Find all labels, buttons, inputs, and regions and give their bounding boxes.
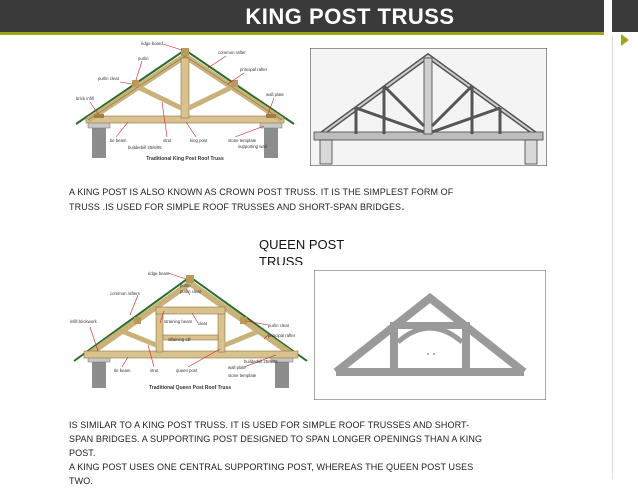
queen-label: straining beam: [164, 319, 193, 324]
title-accent-line: [0, 32, 604, 35]
queen-label: purlin cleat: [180, 289, 202, 294]
king-post-truss-sketch: [310, 48, 547, 166]
queen-label: tie beam: [114, 368, 131, 373]
king-label: builderbill 25/6/05: [128, 145, 162, 150]
queen-label: infill brickwork: [70, 319, 98, 324]
queen-label: queen post: [176, 368, 198, 373]
king-label: wall plate: [266, 92, 285, 97]
queen-caption: Traditional Queen Post Roof Truss: [149, 385, 231, 391]
king-label: ridge board: [141, 41, 163, 46]
queen-label: straining sill: [168, 337, 190, 342]
arrow-icon: [621, 34, 629, 46]
queen-label: strut: [150, 368, 159, 373]
side-panel: [612, 35, 638, 479]
queen-description-line: SPAN BRIDGES. A SUPPORTING POST DESIGNED…: [69, 434, 483, 444]
king-label: purlin cleat: [98, 76, 120, 81]
king-post: [180, 57, 190, 119]
queen-description-line: A KING POST USES ONE CENTRAL SUPPORTING …: [69, 462, 474, 472]
king-label: common rafter: [218, 50, 246, 55]
king-caption: Traditional King Post Roof Truss: [146, 156, 224, 162]
queen-label: ridge beam: [148, 271, 170, 276]
right-wall: [264, 128, 278, 158]
queen-label: stone template: [228, 373, 257, 378]
queen-label: wall plate: [228, 365, 247, 370]
side-tab: [612, 0, 638, 32]
king-label: purlin: [138, 56, 149, 61]
queen-label: purlin: [180, 283, 191, 288]
queen-description-line: POST.: [69, 448, 96, 458]
king-label: strut: [163, 138, 172, 143]
queen-description-line: IS SIMILAR TO A KING POST TRUSS. IT IS U…: [69, 420, 470, 430]
queen-post-diagram: ridge beam purlin purlin cleat common ra…: [68, 265, 313, 395]
queen-description: IS SIMILAR TO A KING POST TRUSS. IT IS U…: [69, 418, 569, 488]
king-description-line: TRUSS .IS USED FOR SIMPLE ROOF TRUSSES A…: [69, 198, 405, 213]
king-label: principal rafter: [240, 67, 268, 72]
queen-label: purlin cleat: [268, 323, 290, 328]
king-label: tie beam: [110, 138, 127, 143]
king-label: brick infill: [76, 96, 94, 101]
queen-label: common rafters: [110, 291, 140, 296]
king-label: king post: [190, 138, 208, 143]
king-label: stone template: [228, 138, 257, 143]
queen-label: builderbill 25/6/05: [244, 359, 278, 364]
queen-label: cleat: [198, 321, 208, 326]
slide-title: KING POST TRUSS: [245, 4, 455, 29]
king-description: A KING POST IS ALSO KNOWN AS CROWN POST …: [69, 185, 569, 214]
king-description-line: A KING POST IS ALSO KNOWN AS CROWN POST …: [69, 187, 454, 197]
queen-post-truss-sketch: [314, 270, 546, 400]
left-wall: [92, 128, 106, 158]
queen-description-line: TWO.: [69, 476, 93, 486]
title-bar: [0, 0, 604, 32]
queen-label: principal rafter: [268, 333, 296, 338]
king-post-diagram: ridge board purlin common rafter purlin …: [68, 36, 302, 164]
king-label: supporting wall: [238, 144, 267, 149]
